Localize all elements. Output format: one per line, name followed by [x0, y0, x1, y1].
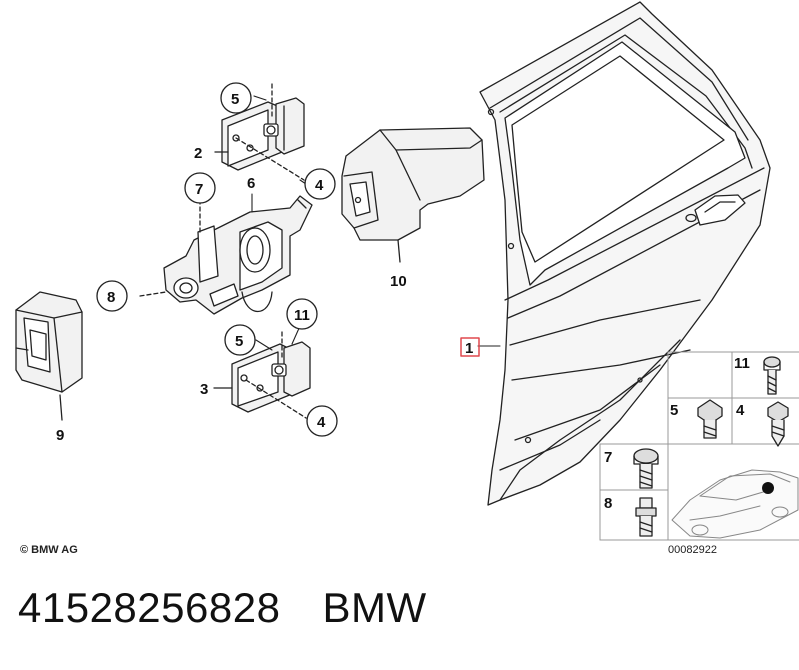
location-marker: [762, 482, 774, 494]
part-number: 41528256828: [18, 584, 281, 631]
label-2: 2: [194, 145, 202, 162]
legend-label-7: 7: [604, 449, 612, 466]
fastener-legend: [599, 351, 799, 541]
label-11: 11: [294, 307, 310, 324]
label-7: 7: [195, 181, 203, 198]
brand-name: BMW: [322, 584, 427, 631]
label-circles: [96, 82, 338, 437]
reference-lines: [139, 83, 307, 419]
label-9: 9: [56, 427, 64, 444]
label-5-lower: 5: [235, 333, 243, 350]
label-5-upper: 5: [231, 91, 239, 108]
label-4-lower: 4: [317, 414, 326, 431]
legend-label-8: 8: [604, 495, 612, 512]
diagram-code: 00082922: [668, 544, 717, 556]
label-8: 8: [107, 289, 115, 306]
door-check-strap: [163, 195, 313, 315]
legend-label-4: 4: [736, 402, 745, 419]
stud-8-icon: [635, 497, 657, 537]
rubber-buffer: [15, 291, 83, 421]
legend-label-11: 11: [734, 355, 750, 372]
part-caption: 41528256828 BMW: [18, 584, 427, 632]
car-location-thumbnail: [671, 469, 799, 539]
bolt-4-icon: [767, 401, 789, 447]
legend-label-5: 5: [670, 402, 678, 419]
rear-door-panel: [479, 1, 771, 506]
door-lock-cover: [341, 127, 485, 263]
screw-7-icon: [633, 448, 659, 489]
upper-hinge: [214, 97, 305, 171]
lower-hinge: [213, 341, 311, 413]
label-3: 3: [200, 381, 208, 398]
part-1-highlight: [460, 337, 480, 357]
screw-11-icon: [763, 356, 781, 395]
label-1: 1: [465, 340, 473, 357]
copyright: © BMW AG: [20, 544, 78, 556]
label-6: 6: [247, 175, 255, 192]
bolt-5-icon: [697, 399, 723, 439]
label-10: 10: [390, 273, 407, 290]
label-4-upper: 4: [315, 177, 324, 194]
